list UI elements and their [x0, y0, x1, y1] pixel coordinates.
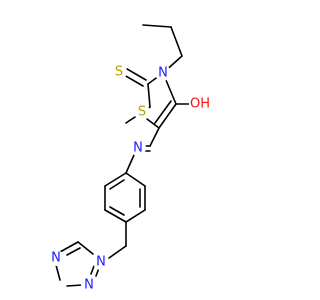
- atom-ring-n3: N: [155, 65, 171, 81]
- atom-hydroxyl-o: OH: [189, 95, 211, 113]
- bond: [147, 83, 151, 108]
- bond: [125, 154, 135, 174]
- atom-label: OH: [190, 97, 210, 112]
- bond: [170, 26, 183, 57]
- bond: [77, 241, 94, 255]
- atom-triazole-n1: N: [93, 254, 109, 270]
- molecule-structure-diagram: S S N OH N N N N: [48, 24, 211, 293]
- bond: [59, 241, 79, 253]
- bond: [149, 127, 160, 147]
- bond: [55, 264, 61, 281]
- atom-label: S: [138, 105, 146, 120]
- atom-ring-s: S: [134, 104, 150, 120]
- atom-label: N: [51, 251, 61, 266]
- bond: [125, 209, 146, 223]
- bond: [108, 245, 127, 259]
- bond: [66, 284, 83, 287]
- atom-triazole-n4: N: [48, 250, 64, 266]
- bond: [125, 172, 146, 187]
- bond: [90, 265, 95, 275]
- atom-label: S: [115, 65, 123, 80]
- bond: [104, 209, 127, 223]
- bond: [142, 24, 172, 28]
- atom-thione-s: S: [111, 64, 127, 80]
- bond: [66, 247, 81, 256]
- atom-label: N: [158, 66, 168, 81]
- atom-imine-n: N: [130, 140, 146, 156]
- bond: [158, 103, 177, 129]
- bond: [154, 100, 172, 124]
- bond: [146, 118, 160, 129]
- bond: [109, 206, 125, 216]
- atom-triazole-n2: N: [81, 277, 97, 293]
- bond: [104, 172, 127, 187]
- bond: [123, 74, 144, 87]
- atom-label: N: [84, 278, 94, 293]
- atom-label: N: [96, 255, 106, 270]
- atom-label: N: [133, 141, 143, 156]
- bond: [109, 179, 125, 190]
- atom-labels: S S N OH N N N N: [48, 64, 211, 293]
- bond: [126, 68, 147, 81]
